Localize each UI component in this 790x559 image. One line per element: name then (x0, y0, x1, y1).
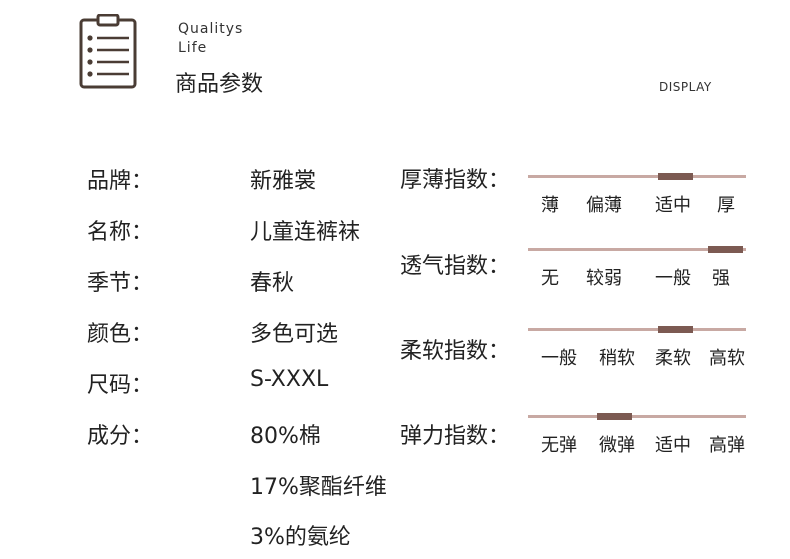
scale-word: 薄 (541, 195, 559, 216)
composition-extra-value: 3%的氨纶 (250, 525, 351, 550)
index-label-thickness: 厚薄指数： (400, 168, 511, 193)
scale-word: 一般 (541, 348, 577, 369)
spec-value: 多色可选 (250, 322, 339, 347)
spec-label: 尺码： (87, 373, 154, 398)
softness-scale-bar (528, 326, 746, 333)
display-label: DISPLAY (659, 80, 712, 94)
scale-word: 无 (541, 268, 559, 289)
scale-word: 厚 (717, 195, 735, 216)
spec-row-name: 名称： 儿童连裤袜 (87, 214, 360, 246)
spec-label: 季节： (87, 271, 154, 296)
spec-row-composition: 成分： 80%棉 (87, 418, 321, 450)
breathability-selected-marker (708, 246, 743, 253)
scale-word: 高软 (709, 348, 745, 369)
spec-label: 颜色： (87, 322, 154, 347)
spec-value: 80%棉 (250, 424, 321, 449)
spec-row-size: 尺码： S-XXXL (87, 367, 328, 399)
scale-word: 适中 (655, 435, 691, 456)
spec-label: 成分： (87, 424, 154, 449)
brand-line-life: Life (178, 40, 208, 56)
index-label-breathability: 透气指数： (400, 254, 511, 279)
scale-word: 一般 (655, 268, 691, 289)
scale-word: 高弹 (709, 435, 745, 456)
elasticity-selected-marker (597, 413, 632, 420)
thickness-selected-marker (658, 173, 693, 180)
spec-value: 儿童连裤袜 (250, 220, 361, 245)
spec-value: 春秋 (250, 271, 295, 296)
spec-row-brand: 品牌： 新雅裳 (87, 163, 316, 195)
spec-label: 名称： (87, 220, 154, 245)
softness-selected-marker (658, 326, 693, 333)
scale-word: 较弱 (586, 268, 622, 289)
elasticity-scale-bar (528, 413, 746, 420)
spec-row-color: 颜色： 多色可选 (87, 316, 338, 348)
scale-word: 微弹 (599, 435, 635, 456)
scale-word: 强 (712, 268, 730, 289)
scale-word: 适中 (655, 195, 691, 216)
spec-value: 新雅裳 (250, 169, 317, 194)
breathability-scale-bar (528, 246, 746, 253)
brand-line-qualitys: Qualitys (178, 21, 244, 37)
thickness-scale-bar (528, 173, 746, 180)
scale-word: 偏薄 (586, 195, 622, 216)
clipboard-icon (79, 14, 137, 89)
index-label-softness: 柔软指数： (400, 339, 511, 364)
spec-label: 品牌： (87, 169, 154, 194)
section-title: 商品参数 (175, 72, 264, 97)
spec-value: S-XXXL (250, 367, 329, 392)
scale-word: 稍软 (599, 348, 635, 369)
composition-extra-value: 17%聚酯纤维 (250, 475, 387, 500)
spec-row-season: 季节： 春秋 (87, 265, 294, 297)
index-label-elasticity: 弹力指数： (400, 424, 511, 449)
scale-word: 柔软 (655, 348, 691, 369)
scale-word: 无弹 (541, 435, 577, 456)
